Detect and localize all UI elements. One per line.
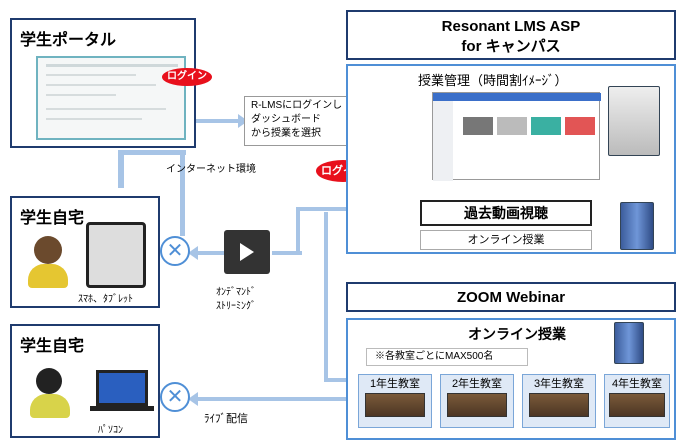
- classroom-1-label: 1年生教室: [369, 378, 421, 390]
- class-mgmt-label: 授業管理（時間割ｲﾒｰｼﾞ）: [418, 73, 568, 88]
- past-video-box[interactable]: 過去動画視聴: [420, 200, 592, 226]
- person-icon: [34, 236, 62, 264]
- zoom-title: ZOOM Webinar: [456, 289, 566, 306]
- portal-to-callout-line: [196, 119, 242, 123]
- lms-title-line2: for キャンパス: [461, 38, 561, 55]
- zoom-note: ※各教室ごとにMAX500名: [366, 348, 528, 366]
- callout-line2: ダッシュボード: [251, 114, 321, 125]
- classroom-4-label: 4年生教室: [611, 378, 663, 390]
- video-film-icon: [224, 230, 270, 274]
- student-portal-title: 学生ポータル: [20, 32, 117, 49]
- callout-line3: から授業を選択: [251, 128, 321, 139]
- portal-screenshot: [36, 56, 186, 140]
- internet-vertical-line: [118, 150, 124, 188]
- ondemand-line1: ｵﾝﾃﾞﾏﾝﾄﾞ: [216, 287, 256, 298]
- internet-horizontal-line: [118, 150, 186, 155]
- person-body-icon-2: [30, 394, 70, 418]
- ondemand-arrowhead-icon: [188, 246, 198, 260]
- live-line: [196, 397, 352, 401]
- tablet-icon: [86, 222, 146, 288]
- home2-device-label: ﾊﾟｿｺﾝ: [98, 425, 123, 436]
- zoom-title-box: ZOOM Webinar: [346, 282, 676, 312]
- classroom-3-photo: [529, 393, 589, 417]
- zoom-online-class: オンライン授業: [468, 326, 566, 342]
- lms-down-line: [324, 212, 328, 382]
- classroom-2-photo: [447, 393, 507, 417]
- ondemand-line: [196, 251, 226, 255]
- classroom-3-label: 3年生教室: [533, 378, 585, 390]
- classroom-4[interactable]: 4年生教室: [604, 374, 670, 428]
- zoom-panel: オンライン授業 ※各教室ごとにMAX500名 1年生教室 2年生教室 3年生教室…: [346, 318, 676, 440]
- online-class-box[interactable]: オンライン授業: [420, 230, 592, 250]
- callout-line1: R-LMSにログインし: [251, 100, 343, 111]
- classroom-2[interactable]: 2年生教室: [440, 374, 514, 428]
- callout-arrowhead-icon: [238, 114, 248, 128]
- ondemand-diagonal: [296, 207, 300, 255]
- ondemand-line-2: [272, 251, 302, 255]
- classroom-1-photo: [365, 393, 425, 417]
- person-icon-2: [36, 368, 62, 394]
- home1-device-label: ｽﾏﾎ、ﾀﾌﾞﾚｯﾄ: [78, 294, 133, 305]
- live-arrowhead-icon: [188, 392, 198, 406]
- portal-login-badge[interactable]: ログイン: [162, 68, 212, 86]
- lms-panel: 授業管理（時間割ｲﾒｰｼﾞ） 過去動画視聴 オンライン授業: [346, 64, 676, 254]
- person-body-icon: [28, 264, 68, 288]
- server-icon-2: [620, 202, 654, 250]
- classroom-3[interactable]: 3年生教室: [522, 374, 596, 428]
- ondemand-line2: ｽﾄﾘｰﾐﾝｸﾞ: [216, 301, 256, 312]
- classroom-4-photo: [609, 393, 665, 417]
- callout-box: R-LMSにログインし ダッシュボード から授業を選択: [244, 96, 364, 146]
- server-icon-1: [608, 86, 660, 156]
- home2-title: 学生自宅: [20, 338, 85, 355]
- router-icon-1: ✕: [160, 236, 190, 266]
- classroom-2-label: 2年生教室: [451, 378, 503, 390]
- home1-panel: 学生自宅 ｽﾏﾎ、ﾀﾌﾞﾚｯﾄ: [10, 196, 160, 308]
- laptop-base-icon: [90, 406, 154, 411]
- lms-title-box: Resonant LMS ASP for キャンパス: [346, 10, 676, 60]
- lms-title-line1: Resonant LMS ASP: [441, 18, 581, 35]
- home1-title: 学生自宅: [20, 210, 85, 227]
- classroom-link-line: [324, 378, 360, 382]
- student-portal-panel: 学生ポータル ログイン: [10, 18, 212, 148]
- router-icon-2: ✕: [160, 382, 190, 412]
- classroom-1[interactable]: 1年生教室: [358, 374, 432, 428]
- tablet-up-line: [180, 150, 185, 236]
- internet-label: インターネット環境: [166, 164, 256, 175]
- server-icon-3: [614, 322, 644, 364]
- laptop-icon: [96, 370, 148, 406]
- home2-panel: 学生自宅 ﾊﾟｿｺﾝ: [10, 324, 160, 438]
- live-label: ﾗｲﾌﾞ配信: [204, 413, 248, 425]
- timetable-screenshot: [432, 92, 601, 181]
